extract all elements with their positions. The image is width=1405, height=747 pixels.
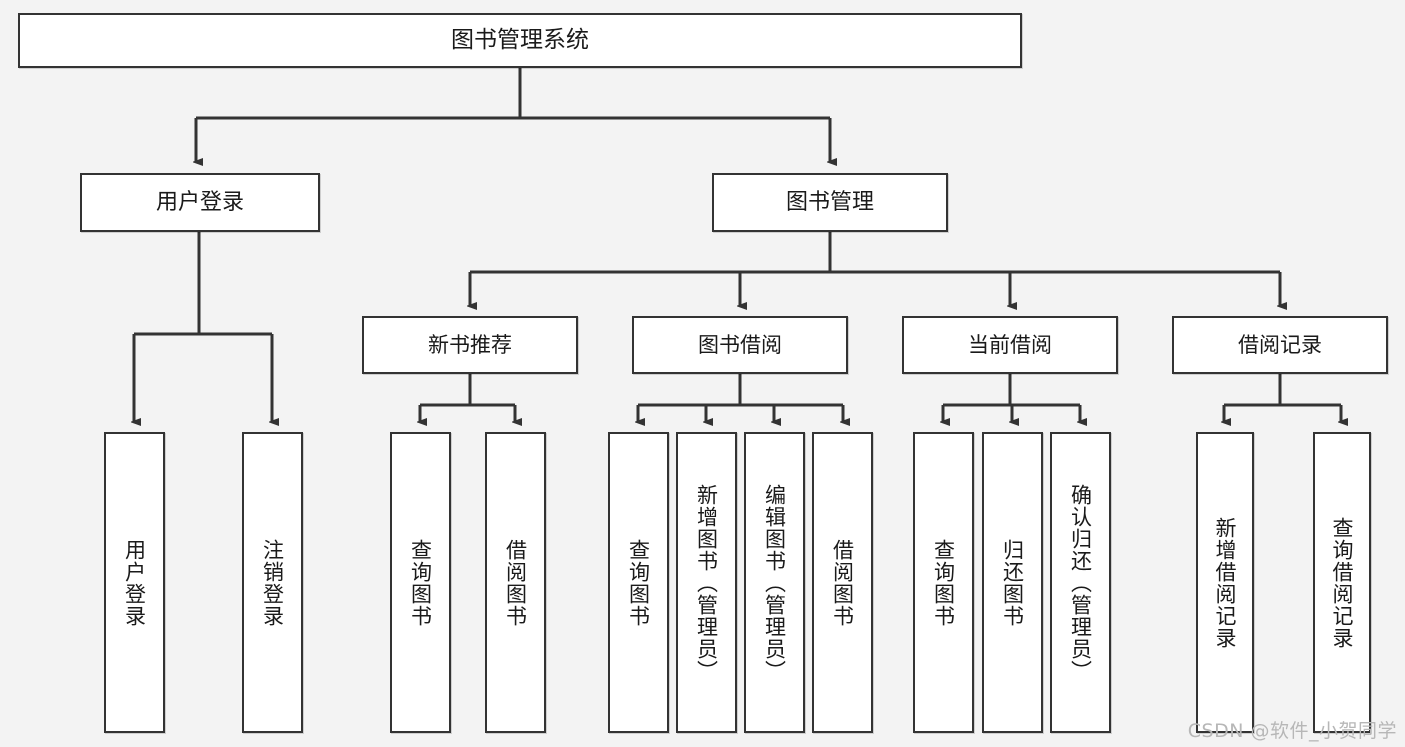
node-leaf-query-record-label: 查询借阅记录 [1330,516,1355,649]
node-user-login-label: 用户登录 [155,189,244,215]
node-book-borrow-label: 图书借阅 [698,332,782,357]
node-leaf-return-book-label: 归还图书 [1000,538,1025,627]
node-leaf-query-record[interactable]: 查询借阅记录 [1313,432,1371,733]
node-leaf-query-book-2[interactable]: 查询图书 [608,432,669,733]
node-current-borrow[interactable]: 当前借阅 [902,316,1118,374]
node-root-label: 图书管理系统 [451,26,589,53]
node-borrow-record-label: 借阅记录 [1238,332,1322,357]
node-leaf-logout-login-label: 注销登录 [260,538,285,627]
node-leaf-logout-login[interactable]: 注销登录 [242,432,303,733]
node-leaf-borrow-book-1-label: 借阅图书 [503,538,528,627]
node-new-book-recommend[interactable]: 新书推荐 [362,316,578,374]
node-leaf-add-record-label: 新增借阅记录 [1213,516,1238,649]
node-new-book-recommend-label: 新书推荐 [428,332,512,357]
node-leaf-edit-book-label: 编辑图书（管理员） [762,483,787,682]
node-leaf-confirm-return[interactable]: 确认归还（管理员） [1050,432,1111,733]
node-leaf-borrow-book-2-label: 借阅图书 [830,538,855,627]
node-user-login[interactable]: 用户登录 [80,173,320,232]
node-leaf-add-book-label: 新增图书（管理员） [694,483,719,682]
node-leaf-user-login-label: 用户登录 [122,538,147,627]
node-book-management[interactable]: 图书管理 [712,173,948,232]
node-leaf-edit-book[interactable]: 编辑图书（管理员） [744,432,805,733]
node-leaf-return-book[interactable]: 归还图书 [982,432,1043,733]
node-book-management-label: 图书管理 [785,189,874,215]
node-borrow-record[interactable]: 借阅记录 [1172,316,1388,374]
node-leaf-add-book[interactable]: 新增图书（管理员） [676,432,737,733]
node-leaf-query-book-3[interactable]: 查询图书 [913,432,974,733]
node-root[interactable]: 图书管理系统 [18,13,1022,68]
node-leaf-user-login[interactable]: 用户登录 [104,432,165,733]
node-leaf-add-record[interactable]: 新增借阅记录 [1196,432,1254,733]
node-current-borrow-label: 当前借阅 [968,332,1052,357]
node-leaf-query-book-1[interactable]: 查询图书 [390,432,451,733]
node-leaf-borrow-book-1[interactable]: 借阅图书 [485,432,546,733]
node-leaf-query-book-3-label: 查询图书 [931,538,956,627]
node-leaf-borrow-book-2[interactable]: 借阅图书 [812,432,873,733]
node-book-borrow[interactable]: 图书借阅 [632,316,848,374]
node-leaf-query-book-2-label: 查询图书 [626,538,651,627]
node-leaf-query-book-1-label: 查询图书 [408,538,433,627]
node-leaf-confirm-return-label: 确认归还（管理员） [1068,483,1093,682]
csdn-watermark: CSDN @软件_小贺同学 [1187,720,1397,742]
